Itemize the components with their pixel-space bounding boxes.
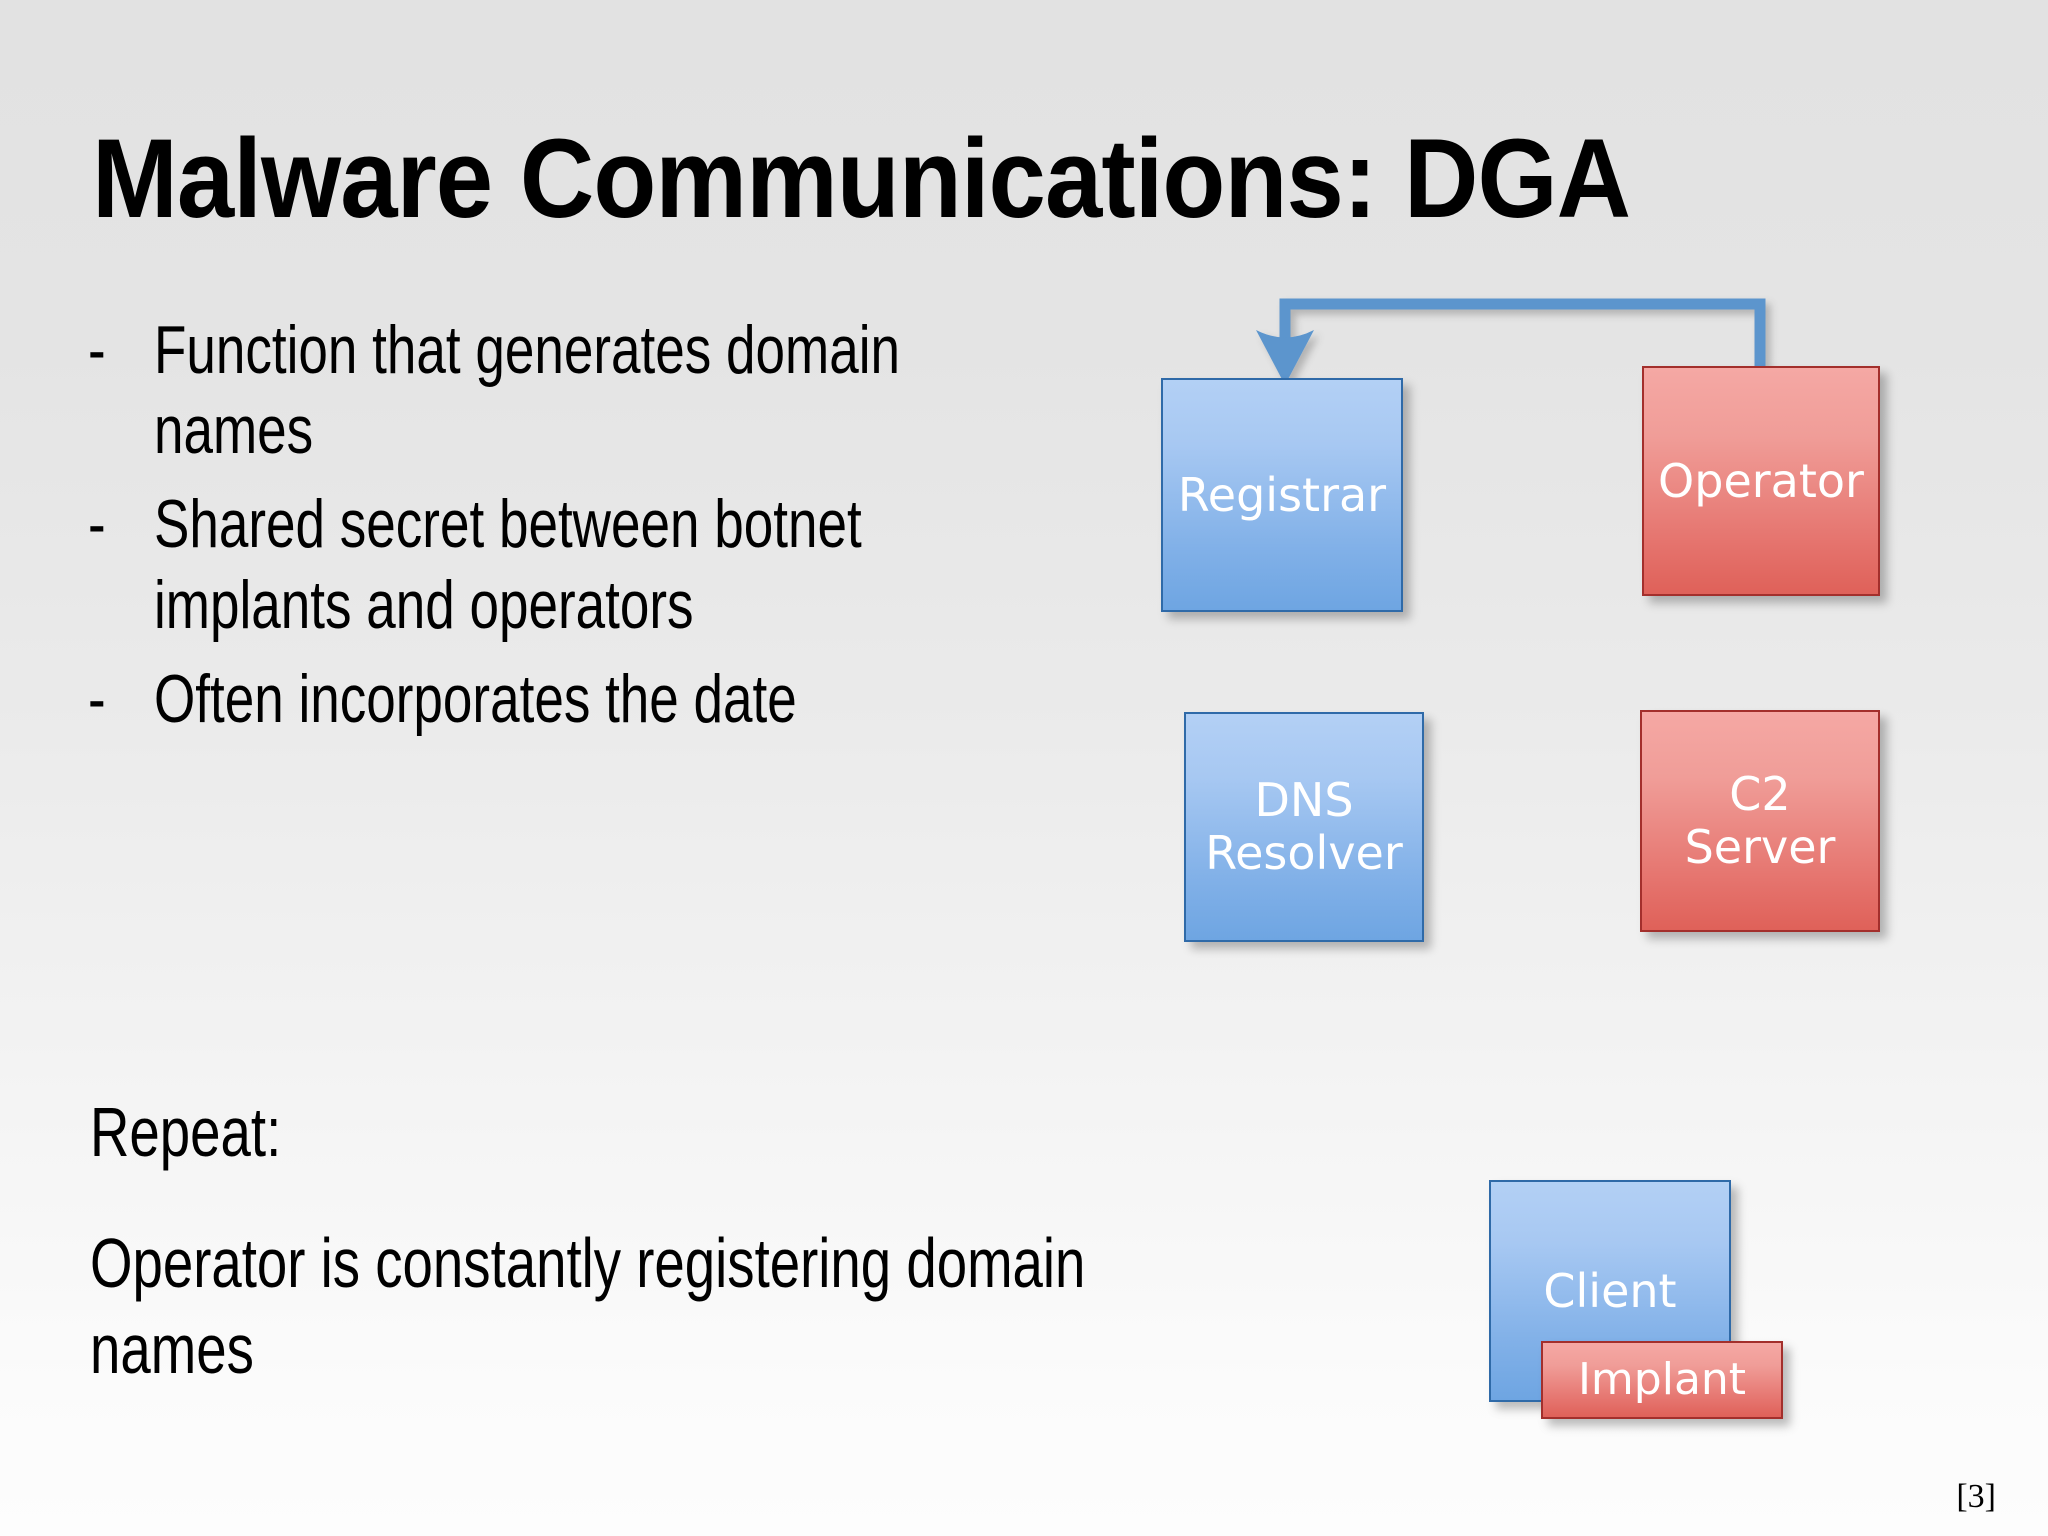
repeat-heading: Repeat: <box>90 1093 282 1171</box>
bullet-list: - Function that generates domain names -… <box>88 310 1128 753</box>
diagram-node-registrar[interactable]: Registrar <box>1161 378 1403 612</box>
list-item: - Often incorporates the date <box>88 659 1128 739</box>
list-item: - Shared secret between botnet implants … <box>88 484 1128 644</box>
bullet-text: Function that generates domain names <box>154 312 900 469</box>
page-title: Malware Communications: DGA <box>92 116 1631 241</box>
diagram-node-operator[interactable]: Operator <box>1642 366 1880 596</box>
diagram-node-dns-resolver[interactable]: DNS Resolver <box>1184 712 1424 942</box>
bullet-text: Often incorporates the date <box>154 660 797 737</box>
repeat-body: Operator is constantly registering domai… <box>90 1224 1086 1388</box>
bullet-marker-icon: - <box>88 312 106 388</box>
bullet-marker-icon: - <box>88 660 106 737</box>
repeat-block: Repeat: Operator is constantly registeri… <box>90 1090 1190 1392</box>
list-item: - Function that generates domain names <box>88 310 1128 470</box>
diagram-node-implant[interactable]: Implant <box>1541 1341 1783 1419</box>
diagram-node-c2-server[interactable]: C2 Server <box>1640 710 1880 932</box>
bullet-text: Shared secret between botnet implants an… <box>154 486 862 643</box>
page-number: [3] <box>1956 1478 1996 1515</box>
bullet-marker-icon: - <box>88 486 106 563</box>
